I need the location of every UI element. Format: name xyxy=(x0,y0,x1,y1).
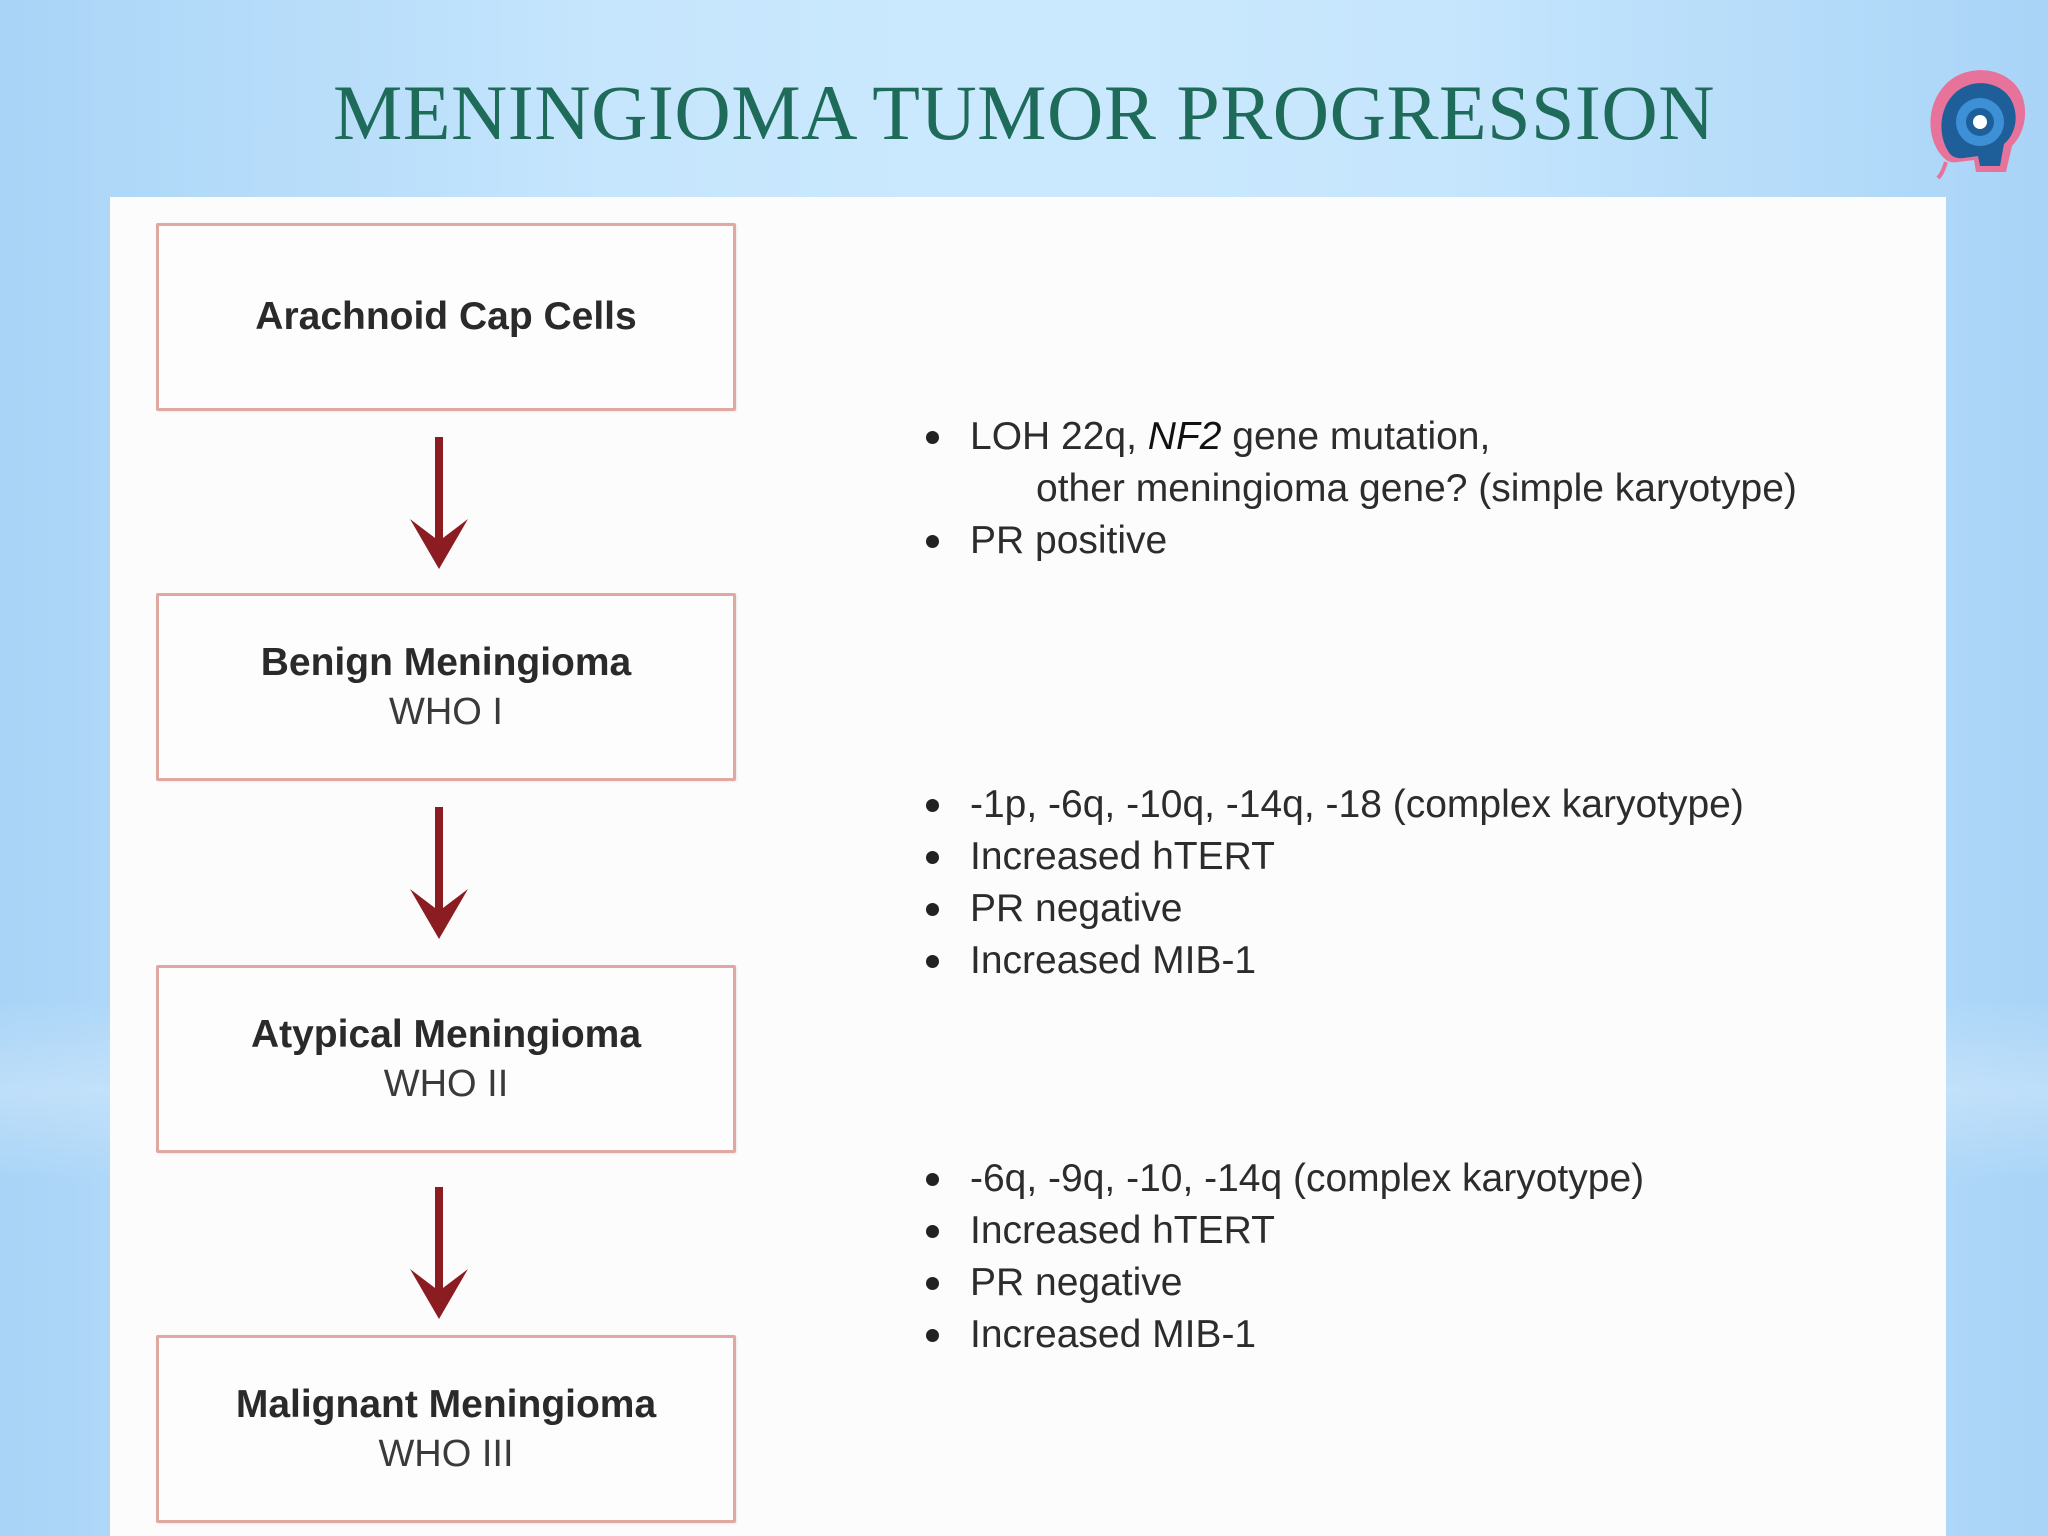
list-item: PR negative xyxy=(918,883,1744,935)
brain-head-logo-icon xyxy=(1930,70,2026,180)
list-item-continuation: other meningioma gene? (simple karyotype… xyxy=(1036,467,1797,510)
transition-list-3: -6q, -9q, -10, -14q (complex karyotype) … xyxy=(918,1153,1644,1361)
stage-title: Arachnoid Cap Cells xyxy=(255,295,637,338)
progression-arrow-icon xyxy=(410,437,468,569)
transition-list-1: LOH 22q, NF2 gene mutation,other meningi… xyxy=(918,411,1797,567)
stage-title: Benign Meningioma xyxy=(260,641,632,684)
list-item: -1p, -6q, -10q, -14q, -18 (complex karyo… xyxy=(918,779,1744,831)
list-item: PR negative xyxy=(918,1257,1644,1309)
stage-grade: WHO II xyxy=(383,1063,509,1105)
progression-arrow-icon xyxy=(410,1187,468,1319)
list-item: Increased MIB-1 xyxy=(918,935,1744,987)
stage-title: Atypical Meningioma xyxy=(250,1013,642,1056)
list-item: Increased hTERT xyxy=(918,831,1744,883)
list-item: -6q, -9q, -10, -14q (complex karyotype) xyxy=(918,1153,1644,1205)
progression-arrow-icon xyxy=(410,807,468,939)
slide-title: MENINGIOMA TUMOR PROGRESSION xyxy=(332,69,1716,156)
list-item: Increased MIB-1 xyxy=(918,1309,1644,1361)
stage-box-malignant-meningioma: Malignant Meningioma WHO III xyxy=(156,1335,736,1523)
list-item: LOH 22q, NF2 gene mutation,other meningi… xyxy=(918,411,1797,515)
stage-grade: WHO I xyxy=(389,691,503,733)
stage-title: Malignant Meningioma xyxy=(235,1383,657,1426)
nf2-gene-name: NF2 xyxy=(1147,415,1222,458)
list-item: Increased hTERT xyxy=(918,1205,1644,1257)
stage-box-benign-meningioma: Benign Meningioma WHO I xyxy=(156,593,736,781)
transition-list-2: -1p, -6q, -10q, -14q, -18 (complex karyo… xyxy=(918,779,1744,987)
stage-box-atypical-meningioma: Atypical Meningioma WHO II xyxy=(156,965,736,1153)
stage-box-arachnoid-cap-cells: Arachnoid Cap Cells xyxy=(156,223,736,411)
stage-grade: WHO III xyxy=(378,1433,514,1475)
diagram-panel: Arachnoid Cap Cells Benign Meningioma WH… xyxy=(110,197,1946,1536)
list-item: PR positive xyxy=(918,515,1797,567)
